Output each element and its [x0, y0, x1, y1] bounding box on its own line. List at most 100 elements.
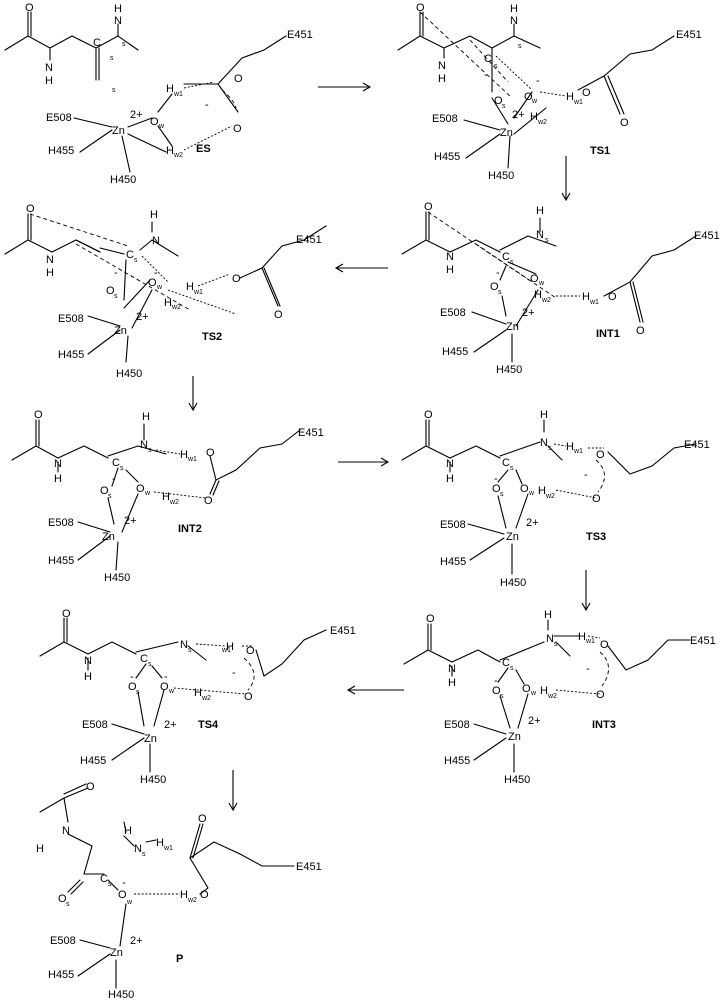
p-zn: Zn — [110, 947, 123, 959]
int1-ow-o: O — [530, 273, 539, 285]
ts4-amide-h: H — [84, 671, 92, 683]
ts1-carboxyl-oh: O — [582, 87, 591, 99]
ts2-ow-sub: w — [156, 284, 163, 291]
ts4-ow-sub: w — [168, 688, 175, 695]
ts3-carboxylate-o1: O — [596, 449, 605, 461]
ts4-ow-o: O — [160, 681, 169, 693]
int2-amide-n: N — [54, 458, 62, 470]
int1-ow-sub: w — [538, 280, 545, 287]
ts4-os-charge: - — [130, 671, 134, 683]
state-int3: O N H H N s H w1 C s O s - O w H w2 Zn 2… — [403, 609, 716, 786]
int3-hw2-sub: w2 — [547, 693, 557, 700]
ts2-cs-sub: s — [134, 257, 138, 264]
int2-hw1-sub: w1 — [187, 456, 197, 463]
ts3-ns-n: N — [540, 437, 548, 449]
ts4-carboxylate-o2: O — [244, 691, 253, 703]
es-hw2-h: H — [166, 145, 174, 157]
ts4-cs-sub: s — [148, 661, 152, 668]
p-cs-c: C — [100, 873, 108, 885]
ts2-os-sub: s — [114, 293, 118, 300]
p-amide-h: H — [36, 843, 44, 855]
int1-zn: Zn — [506, 321, 519, 333]
ts1-cs-c: C — [484, 53, 492, 65]
es-carboxylate-o2: O — [233, 123, 242, 135]
ts4-amide-n: N — [84, 655, 92, 667]
ts1-zn-charge: 2+ — [512, 109, 525, 121]
ts2-hw2-sub: w2 — [171, 304, 181, 311]
int2-hw2-sub: w2 — [169, 499, 179, 506]
ts3-zn-charge: 2+ — [526, 517, 539, 529]
es-ns-n: N — [114, 15, 122, 27]
es-carboxylate-o1: O — [234, 73, 243, 85]
ts2-hw1-sub: w1 — [193, 289, 203, 296]
int1-ns-sub: s — [545, 237, 549, 244]
int2-state-label: INT2 — [178, 523, 202, 535]
int3-os-charge: - — [494, 675, 498, 687]
ts2-cs-c: C — [126, 249, 134, 261]
ts4-ns-n: N — [180, 639, 188, 651]
es-hw1-sub: w1 — [173, 91, 183, 98]
p-zn-charge: 2+ — [130, 935, 143, 947]
int1-ns-h: H — [536, 205, 544, 217]
ts2-hw2-h: H — [164, 297, 172, 309]
int3-carboxylate-charge: - — [586, 663, 590, 675]
int2-hw2-h: H — [162, 491, 170, 503]
ts1-carboxyl-o: O — [620, 117, 629, 129]
ts1-state-label: TS1 — [590, 145, 610, 157]
ts1-ns-sub: s — [518, 43, 522, 50]
int3-cs-c: C — [502, 657, 510, 669]
es-carboxylate-charge: - — [205, 99, 209, 111]
ts1-amide-n: N — [438, 60, 446, 72]
int3-hw2-h: H — [540, 685, 548, 697]
p-e508: E508 — [50, 935, 76, 947]
ts3-ns-sub: s — [548, 445, 552, 452]
ts1-hw2-sub: w2 — [537, 119, 547, 126]
p-h450: H450 — [108, 989, 134, 1001]
es-hw2-sub: w2 — [173, 152, 183, 159]
int3-state-label: INT3 — [592, 719, 616, 731]
int3-hw1-sub: w1 — [585, 638, 595, 645]
state-es: O N H H N s C s s H w1 O w H w2 Zn 2+ O … — [4, 2, 313, 186]
ts3-hw2-h: H — [538, 485, 546, 497]
ts2-state-label: TS2 — [202, 331, 222, 343]
int2-e508: E508 — [48, 517, 74, 529]
int2-cs-charge: - — [112, 473, 116, 485]
es-amide-n: N — [45, 62, 53, 74]
ts3-bonds — [401, 419, 697, 575]
int3-carbonyl-o: O — [426, 613, 435, 625]
ts2-e451: E451 — [296, 234, 322, 246]
int1-state-label: INT1 — [596, 328, 620, 340]
int2-cs-c: C — [112, 457, 120, 469]
es-e451: E451 — [287, 29, 313, 41]
ts3-os-sub: s — [500, 491, 504, 498]
ts2-amide-n: N — [46, 254, 54, 266]
es-bonds — [4, 11, 287, 173]
es-e508: E508 — [46, 112, 72, 124]
int1-h455: H455 — [442, 346, 468, 358]
ts2-e508: E508 — [58, 313, 84, 325]
int1-hw1-h: H — [582, 291, 590, 303]
int2-amide-h: H — [54, 473, 62, 485]
int2-h455: H455 — [48, 555, 74, 567]
ts2-amide-h: H — [46, 267, 54, 279]
int2-cs-sub: s — [120, 465, 124, 472]
ts1-os-sub: s — [502, 103, 506, 110]
ts4-h450: H450 — [140, 774, 166, 786]
ts1-ow-o: O — [524, 91, 533, 103]
ts3-e508: E508 — [440, 519, 466, 531]
ts4-e451: E451 — [330, 625, 356, 637]
ts2-h450: H450 — [116, 368, 142, 380]
int1-e451: E451 — [694, 230, 720, 242]
arrow-ts2-int2 — [188, 376, 198, 412]
p-carboxyl-oh: O — [200, 889, 209, 901]
ts1-cs-sub: s — [494, 63, 498, 70]
ts4-zn: Zn — [144, 733, 157, 745]
ts3-os-charge: - — [494, 473, 498, 485]
ts1-e508: E508 — [432, 113, 458, 125]
p-os-o: O — [58, 893, 67, 905]
ts4-os-o: O — [128, 681, 137, 693]
ts3-hw2-sub: w2 — [545, 493, 555, 500]
ts4-hw2-sub: w2 — [201, 695, 211, 702]
ts1-ns-n: N — [510, 15, 518, 27]
